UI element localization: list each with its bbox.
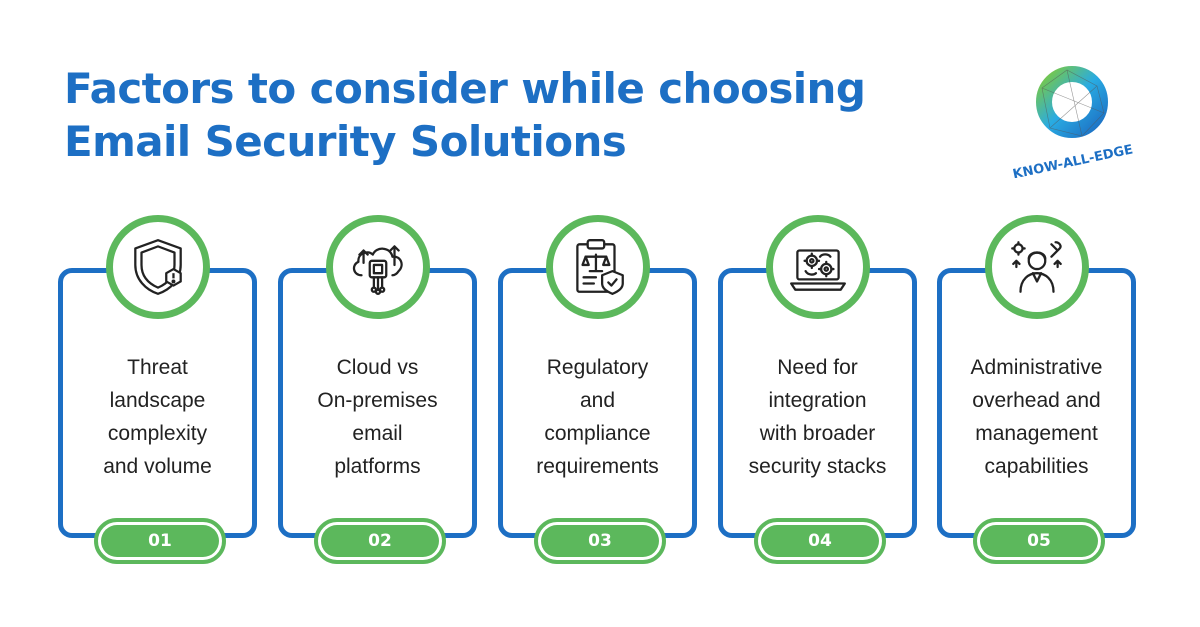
factor-number-badge: 02 [314,518,446,564]
cloud-chip-icon [326,215,430,319]
page-title: Factors to consider while choosing Email… [64,62,866,168]
factor-number-badge: 03 [534,518,666,564]
factor-number-badge: 04 [754,518,886,564]
compliance-clipboard-icon [546,215,650,319]
factor-text: Administrative overhead and management c… [970,356,1103,478]
factor-number-badge: 01 [94,518,226,564]
svg-text:KNOW-ALL-EDGE: KNOW-ALL-EDGE [1012,142,1134,178]
laptop-gears-icon [766,215,870,319]
factor-text: Threat landscape complexity and volume [103,356,212,478]
factor-text: Cloud vs On-premises email platforms [317,356,438,478]
factor-text: Regulatory and compliance requirements [536,356,659,478]
title-line-1: Factors to consider while choosing [64,64,866,113]
factor-number-badge: 05 [973,518,1105,564]
know-all-edge-logo: KNOW-ALL-EDGE [1012,66,1134,178]
factor-text: Need for integration with broader securi… [748,356,887,478]
shield-alert-icon [106,215,210,319]
admin-person-icon [985,215,1089,319]
title-line-2: Email Security Solutions [64,117,627,166]
